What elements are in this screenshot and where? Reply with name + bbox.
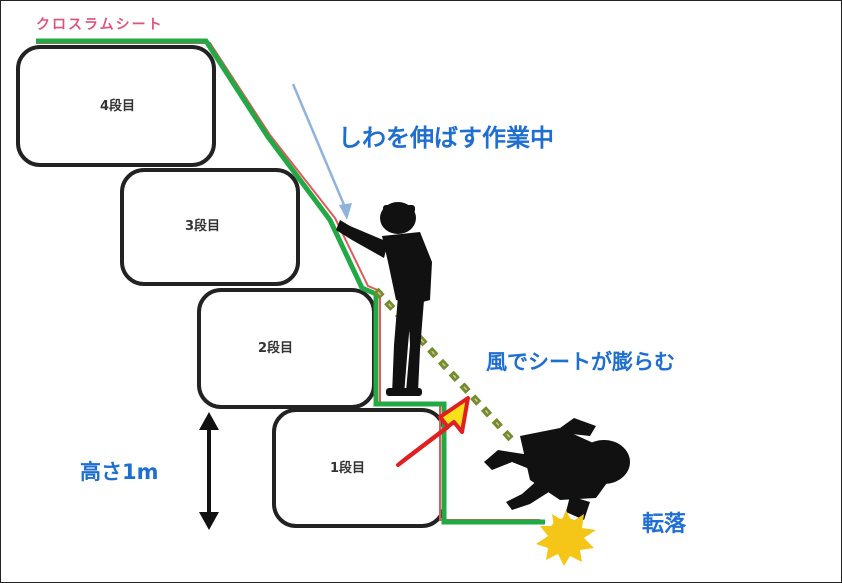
cross-lam-sheet-line (36, 38, 545, 525)
step-block-4 (16, 45, 216, 167)
height-annotation: 高さ1m (80, 460, 159, 484)
wind-annotation: 風でシートが膨らむ (486, 350, 675, 374)
step-label-3: 3段目 (185, 219, 221, 234)
height-arrow (199, 412, 219, 530)
sheet-edge-line (36, 42, 540, 521)
falling-worker-icon (484, 418, 630, 520)
step-label-1: 1段目 (330, 461, 366, 476)
step-label-2: 2段目 (258, 341, 294, 356)
smoothing-direction-arrow (291, 83, 352, 220)
worker-silhouette-icon (336, 202, 432, 396)
sheet-label: クロスラムシート (36, 17, 164, 33)
fall-annotation: 転落 (642, 512, 687, 537)
step-block-3 (120, 168, 300, 286)
step-label-4: 4段目 (100, 99, 136, 114)
smoothing-annotation: しわを伸ばす作業中 (338, 124, 554, 152)
impact-burst-icon (536, 510, 596, 566)
wind-arrow (396, 396, 470, 467)
